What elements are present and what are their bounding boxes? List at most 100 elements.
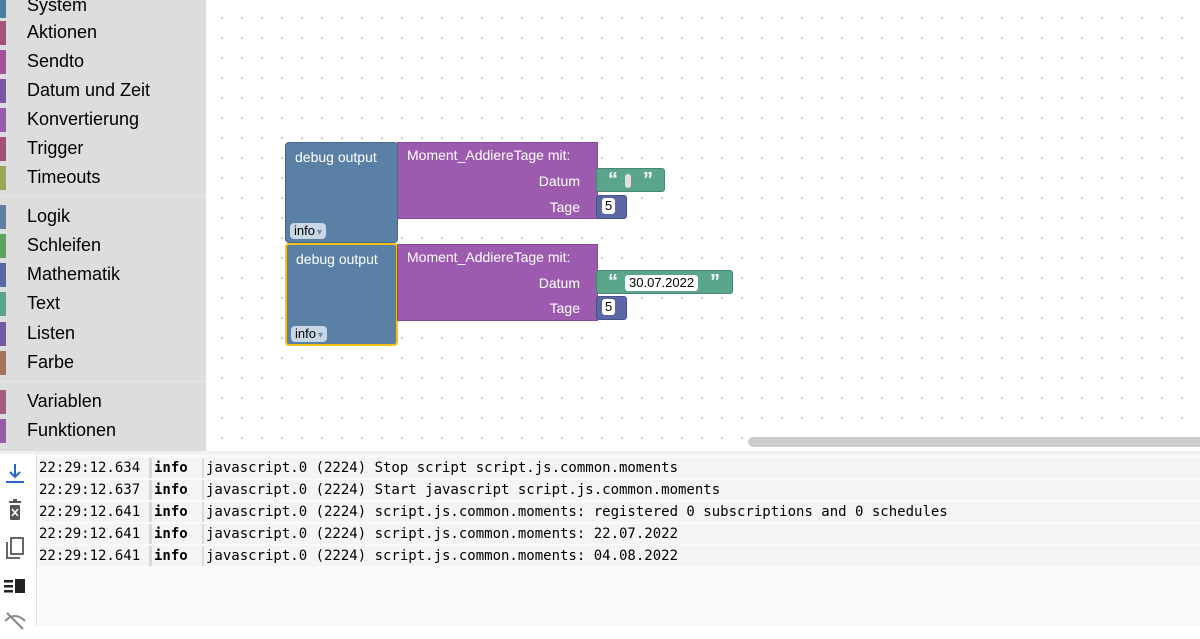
- toggle-columns-button[interactable]: [2, 574, 28, 600]
- hide-icon: [4, 612, 26, 630]
- hide-log-button[interactable]: [2, 608, 28, 634]
- log-level-dropdown[interactable]: info▾: [290, 223, 326, 239]
- toolbox-category-timeouts[interactable]: Timeouts: [0, 164, 206, 190]
- category-color: [0, 205, 6, 229]
- category-color: [0, 50, 6, 74]
- number-value-field[interactable]: 5: [602, 198, 616, 214]
- category-label: Datum und Zeit: [27, 80, 151, 100]
- log-time: 22:29:12.634: [37, 458, 149, 478]
- toolbox-category-listen[interactable]: Listen: [0, 320, 206, 346]
- datum-input-label: Datum: [538, 275, 580, 291]
- log-row: 22:29:12.641 info javascript.0 (2224) sc…: [37, 546, 1200, 566]
- category-color: [0, 322, 6, 346]
- number-value-field[interactable]: 5: [602, 299, 616, 315]
- copy-log-button[interactable]: [2, 536, 28, 562]
- category-color: [0, 351, 6, 375]
- log-message: javascript.0 (2224) Stop script script.j…: [204, 458, 1200, 478]
- function-name-label: Moment_AddiereTage mit:: [407, 249, 571, 265]
- category-label: Sendto: [27, 51, 85, 71]
- category-color: [0, 108, 6, 132]
- category-label: Timeouts: [27, 167, 101, 187]
- blockly-toolbox: System Aktionen Sendto Datum und Zeit Ko…: [0, 0, 206, 451]
- datum-input-label: Datum: [538, 173, 580, 189]
- category-color: [0, 137, 6, 161]
- workspace-horizontal-scrollbar[interactable]: [748, 437, 1200, 447]
- function-name-label: Moment_AddiereTage mit:: [407, 147, 571, 163]
- log-message: javascript.0 (2224) Start javascript scr…: [204, 480, 1200, 500]
- toolbox-category-funktionen[interactable]: Funktionen: [0, 417, 206, 443]
- toolbox-category-mathematik[interactable]: Mathematik: [0, 261, 206, 287]
- function-call-block[interactable]: Moment_AddiereTage mit: Datum Tage: [397, 244, 598, 321]
- toolbox-category-datum-und-zeit[interactable]: Datum und Zeit: [0, 77, 206, 103]
- toolbox-category-konvertierung[interactable]: Konvertierung: [0, 106, 206, 132]
- category-color: [0, 390, 6, 414]
- toolbox-category-farbe[interactable]: Farbe: [0, 349, 206, 375]
- debug-output-block-selected[interactable]: debug output info▾: [285, 243, 398, 346]
- text-value-field[interactable]: [625, 174, 631, 188]
- tage-input-label: Tage: [549, 199, 580, 215]
- log-level-dropdown[interactable]: info▾: [291, 326, 327, 342]
- toolbox-category-system[interactable]: System: [0, 0, 206, 18]
- log-severity: info: [152, 458, 202, 478]
- category-label: Trigger: [27, 138, 84, 158]
- category-label: Logik: [27, 206, 71, 226]
- log-message: javascript.0 (2224) script.js.common.mom…: [204, 502, 1200, 522]
- panel-divider[interactable]: [0, 451, 1200, 454]
- category-label: Text: [27, 293, 61, 313]
- open-quote-icon: “: [608, 271, 618, 293]
- log-time: 22:29:12.637: [37, 480, 149, 500]
- category-label: Farbe: [27, 352, 75, 372]
- blockly-workspace[interactable]: debug output info▾ Moment_AddiereTage mi…: [206, 0, 1200, 451]
- scroll-to-bottom-icon: [6, 464, 24, 483]
- toolbox-category-schleifen[interactable]: Schleifen: [0, 232, 206, 258]
- log-row: 22:29:12.641 info javascript.0 (2224) sc…: [37, 524, 1200, 544]
- toolbox-category-aktionen[interactable]: Aktionen: [0, 19, 206, 45]
- log-time: 22:29:12.641: [37, 546, 149, 566]
- delete-log-button[interactable]: [2, 498, 28, 524]
- open-quote-icon: “: [608, 169, 618, 191]
- log-table: 22:29:12.634 info javascript.0 (2224) St…: [37, 454, 1200, 626]
- close-quote-icon: ”: [710, 271, 720, 293]
- toolbox-category-text[interactable]: Text: [0, 290, 206, 316]
- category-label: Schleifen: [27, 235, 102, 255]
- category-label: System: [27, 0, 88, 15]
- category-color: [0, 234, 6, 258]
- category-label: Variablen: [27, 391, 102, 411]
- toolbox-category-trigger[interactable]: Trigger: [0, 135, 206, 161]
- log-time: 22:29:12.641: [37, 502, 149, 522]
- number-literal-block[interactable]: 5: [596, 195, 627, 219]
- text-value-field[interactable]: 30.07.2022: [625, 275, 699, 291]
- log-time: 22:29:12.641: [37, 524, 149, 544]
- debug-output-label: debug output: [296, 251, 378, 267]
- toolbox-category-sendto[interactable]: Sendto: [0, 48, 206, 74]
- category-label: Konvertierung: [27, 109, 140, 129]
- log-row: 22:29:12.637 info javascript.0 (2224) St…: [37, 480, 1200, 500]
- debug-output-label: debug output: [295, 149, 377, 165]
- log-severity: info: [152, 524, 202, 544]
- text-literal-block[interactable]: “ 30.07.2022 ”: [596, 270, 733, 294]
- tage-input-label: Tage: [549, 300, 580, 316]
- category-label: Aktionen: [27, 22, 98, 42]
- log-level-value: info: [295, 326, 316, 341]
- function-call-block[interactable]: Moment_AddiereTage mit: Datum Tage: [397, 142, 598, 219]
- debug-output-block[interactable]: debug output info▾: [285, 142, 398, 243]
- text-literal-block[interactable]: “ ”: [596, 168, 665, 192]
- toolbox-category-variablen[interactable]: Variablen: [0, 388, 206, 414]
- log-level-value: info: [294, 223, 315, 238]
- number-literal-block[interactable]: 5: [596, 296, 627, 320]
- log-toolbar: [0, 454, 37, 630]
- category-color: [0, 0, 6, 18]
- toolbox-separator: [0, 196, 206, 197]
- copy-icon: [6, 537, 24, 559]
- category-label: Mathematik: [27, 264, 121, 284]
- toolbox-separator: [0, 381, 206, 382]
- category-color: [0, 292, 6, 316]
- scroll-to-bottom-button[interactable]: [2, 460, 28, 486]
- log-severity: info: [152, 546, 202, 566]
- dropdown-arrow-icon: ▾: [317, 330, 323, 341]
- toolbox-category-logik[interactable]: Logik: [0, 203, 206, 229]
- log-message: javascript.0 (2224) script.js.common.mom…: [204, 524, 1200, 544]
- dropdown-arrow-icon: ▾: [316, 227, 322, 238]
- category-color: [0, 79, 6, 103]
- columns-icon: [4, 579, 25, 593]
